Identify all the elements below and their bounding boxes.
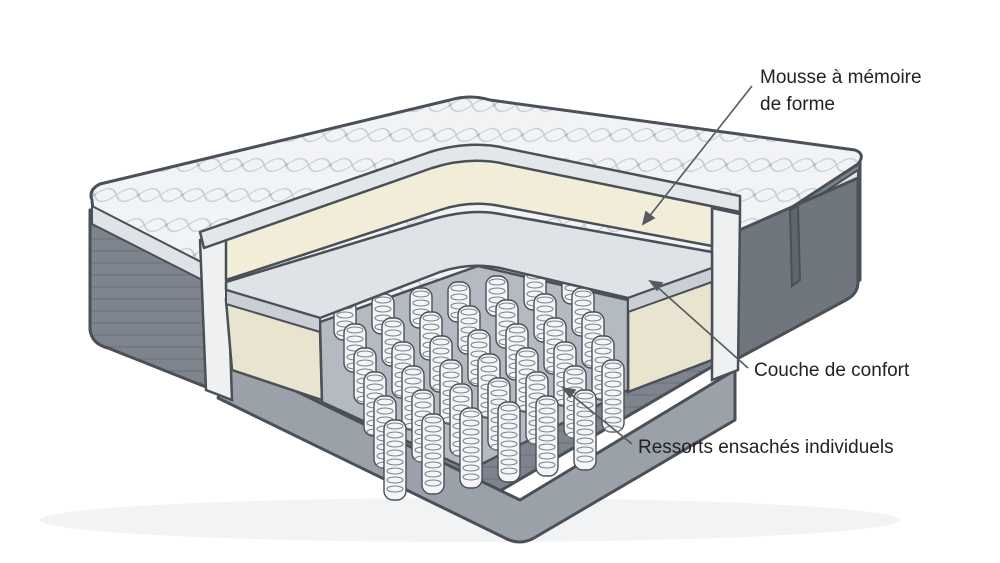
right-panel-handle bbox=[788, 204, 802, 288]
pocket-springs-group bbox=[333, 263, 625, 501]
leader-comfort-layer bbox=[654, 284, 749, 369]
label-memory-foam: Mousse à mémoire de forme bbox=[760, 64, 922, 118]
cut-wall-right bbox=[710, 206, 742, 382]
label-comfort-layer: Couche de confort bbox=[754, 360, 910, 381]
cutaway-base bbox=[216, 358, 737, 544]
leader-pocket-springs bbox=[567, 391, 633, 445]
pocket-spring bbox=[535, 395, 559, 477]
pocket-spring bbox=[573, 389, 597, 471]
pocket-spring bbox=[383, 419, 407, 501]
comfort-layer-front bbox=[225, 266, 713, 334]
leader-lines bbox=[561, 85, 753, 445]
cut-top-rim bbox=[198, 143, 742, 250]
pocket-spring bbox=[497, 401, 521, 483]
label-memory-foam-line2: de forme bbox=[760, 94, 835, 115]
pocket-spring bbox=[601, 359, 625, 433]
pocket-spring bbox=[421, 413, 445, 495]
pocket-spring bbox=[459, 407, 483, 489]
label-memory-foam-line1: Mousse à mémoire bbox=[760, 67, 922, 88]
arrow-pocket-springs bbox=[561, 386, 577, 399]
arrow-memory-foam bbox=[641, 210, 656, 226]
label-pocket-springs: Ressorts ensachés individuels bbox=[638, 437, 894, 458]
leader-memory-foam bbox=[647, 85, 753, 219]
arrow-comfort-layer bbox=[648, 279, 664, 292]
